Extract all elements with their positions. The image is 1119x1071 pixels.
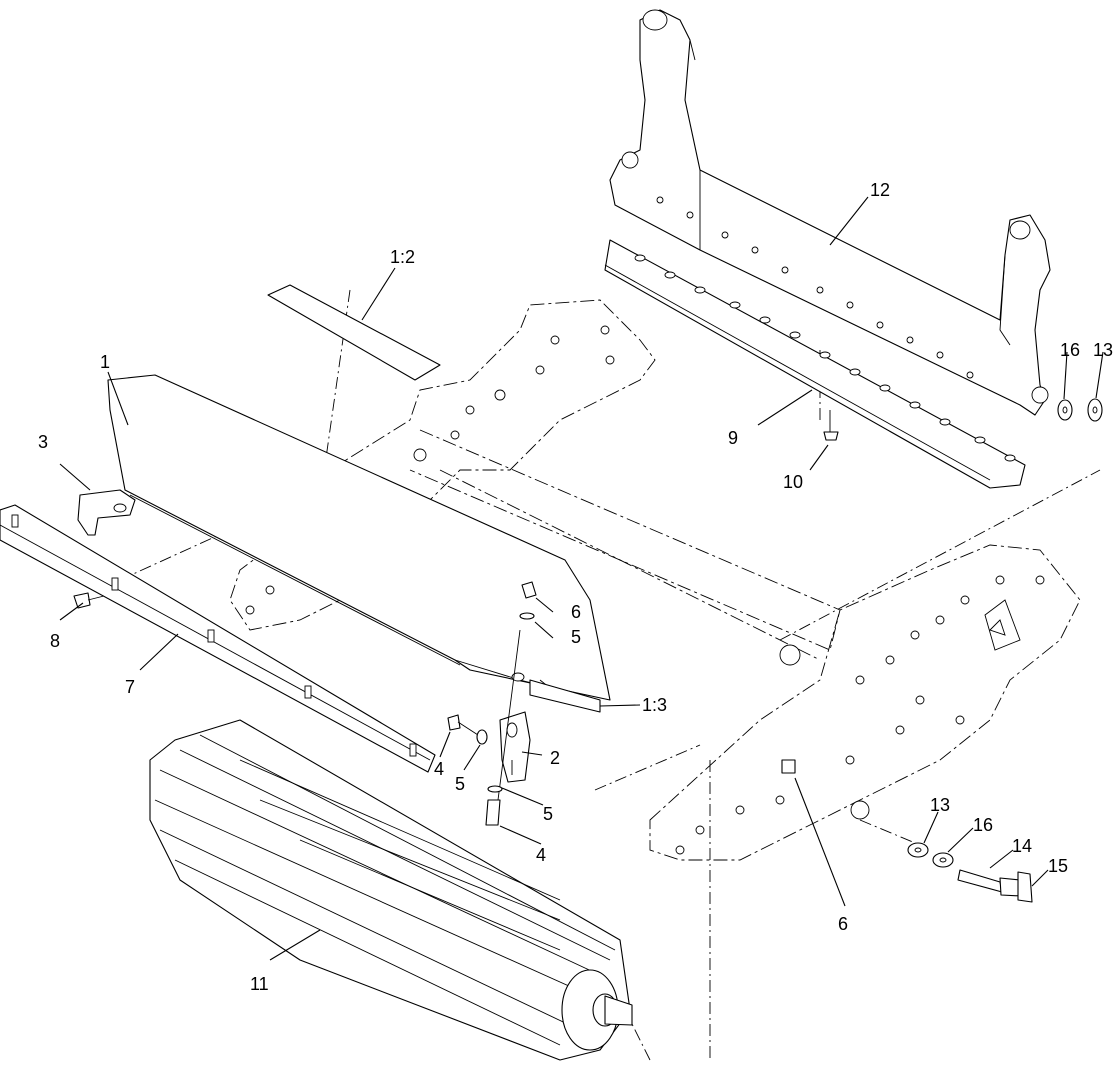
callout-5-lower: 5: [543, 804, 553, 824]
callout-1-2: 1:2: [390, 247, 415, 267]
callout-2: 2: [550, 748, 560, 768]
callout-13-upper: 13: [1093, 340, 1113, 360]
washers-upper: [1057, 398, 1103, 422]
callout-1-3: 1:3: [642, 695, 667, 715]
part-11-reel: [149, 719, 633, 1061]
callout-8: 8: [50, 631, 60, 651]
callout-11: 11: [250, 974, 269, 994]
part-7-strip: [0, 504, 436, 773]
part-1-bedbar: [107, 374, 611, 713]
part-12-roller-bracket: [609, 9, 1051, 416]
callout-labels: 1:2 1 3 8 7 1:3 6 5 2 4 5 5 4 6 11 12 9 …: [38, 180, 1113, 994]
callout-6-upper: 6: [571, 602, 581, 622]
callout-9: 9: [728, 428, 738, 448]
callout-15: 15: [1048, 856, 1068, 876]
callout-6-lower: 6: [838, 914, 848, 934]
callout-7: 7: [125, 677, 135, 697]
callout-13-lower: 13: [930, 795, 950, 815]
callout-12: 12: [870, 180, 890, 200]
callout-4-lower: 4: [536, 845, 546, 865]
callout-16-upper: 16: [1060, 340, 1080, 360]
part-1-2-pad: [267, 284, 441, 381]
part-3-bracket: [77, 489, 136, 536]
part-10-screw: [823, 410, 839, 441]
callout-10: 10: [783, 472, 803, 492]
callout-3: 3: [38, 432, 48, 452]
part-8-screw: [73, 592, 105, 609]
part-9-bar-strip: [604, 239, 1026, 489]
callout-1: 1: [100, 352, 110, 372]
lower-hardware: [907, 842, 1033, 903]
leader-lines: [59, 196, 1104, 961]
callout-14: 14: [1012, 836, 1032, 856]
callout-5-left: 5: [455, 774, 465, 794]
phantom-frame: [119, 289, 1101, 1061]
callout-4-left: 4: [434, 759, 444, 779]
callout-16-lower: 16: [973, 815, 993, 835]
callout-5-upper: 5: [571, 627, 581, 647]
hardware-stack: [447, 581, 796, 826]
